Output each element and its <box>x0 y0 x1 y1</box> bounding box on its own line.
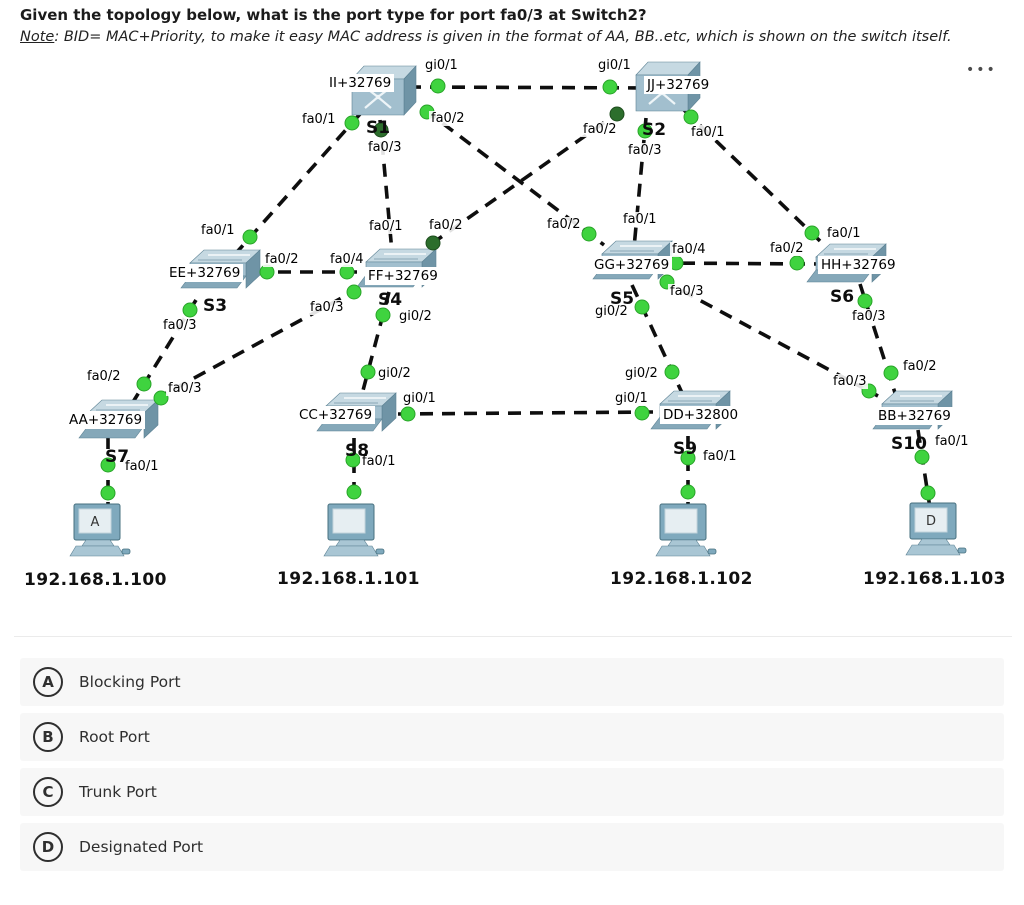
answer-letter-badge: D <box>33 832 63 862</box>
switch-s7-icon <box>78 399 159 439</box>
link-line <box>359 291 391 399</box>
section-divider <box>14 636 1012 637</box>
switch-s1-icon <box>351 65 417 116</box>
port-status-dot-s2-fa0-2 <box>609 106 625 122</box>
pc-screen-label: D <box>926 514 936 529</box>
answer-label: Designated Port <box>79 838 204 856</box>
port-status-dot-s7-fa0-2 <box>136 376 152 392</box>
link-line <box>235 112 362 254</box>
link-line <box>425 108 624 249</box>
answer-option-c[interactable]: C Trunk Port <box>20 768 1004 816</box>
link-line <box>661 278 879 398</box>
port-status-dot-s5-fa0-4 <box>668 255 684 271</box>
switch-s9-icon <box>650 390 731 430</box>
link-line <box>682 108 822 243</box>
link-line <box>378 119 394 253</box>
port-status-dot-s1-fa0-2 <box>419 104 435 120</box>
pc-a-icon: A <box>69 503 131 557</box>
port-status-dot-s4-fa0-2 <box>425 235 441 251</box>
more-options-button[interactable]: ••• <box>966 62 997 78</box>
answer-letter-badge: C <box>33 777 63 807</box>
port-status-dot-s4-fa0-3 <box>346 284 362 300</box>
port-status-dot-pc-b <box>346 484 362 500</box>
port-status-dot-s6-fa0-1 <box>804 225 820 241</box>
question-title: Given the topology below, what is the po… <box>20 6 647 24</box>
port-status-dot-s4-gi0-2 <box>375 307 391 323</box>
note-body: : BID= MAC+Priority, to make it easy MAC… <box>54 29 952 45</box>
port-status-dot-s1-fa0-1 <box>344 115 360 131</box>
port-status-dot-s2-fa0-1 <box>683 109 699 125</box>
answer-option-d[interactable]: D Designated Port <box>20 823 1004 871</box>
answer-option-a[interactable]: A Blocking Port <box>20 658 1004 706</box>
link-line <box>407 85 663 90</box>
pc-b-icon <box>323 503 385 557</box>
port-status-dot-s6-fa0-3 <box>857 293 873 309</box>
pc-screen-label: A <box>91 515 100 530</box>
switch-s6-icon <box>806 243 887 283</box>
port-status-dot-s6-fa0-2 <box>789 255 805 271</box>
answer-label: Blocking Port <box>79 673 181 691</box>
answer-options: A Blocking Port B Root Port C Trunk Port… <box>20 658 1004 878</box>
switch-s10-icon <box>872 390 953 430</box>
switch-s4-icon <box>356 248 437 288</box>
port-status-dot-s3-fa0-2 <box>259 264 275 280</box>
pc-c-icon <box>655 503 717 557</box>
port-status-dot-s2-gi0-1 <box>602 79 618 95</box>
question-note: Note: BID= MAC+Priority, to make it easy… <box>20 29 952 45</box>
port-status-dot-s10-fa0-3 <box>861 383 877 399</box>
answer-option-b[interactable]: B Root Port <box>20 713 1004 761</box>
pc-d-icon: D <box>905 502 967 556</box>
port-status-dot-s5-gi0-2 <box>634 299 650 315</box>
link-line <box>423 108 606 247</box>
port-status-dot-s8-fa0-1 <box>345 452 361 468</box>
switch-s5-icon <box>592 240 673 280</box>
link-line <box>149 286 361 404</box>
answer-letter-badge: B <box>33 722 63 752</box>
port-status-dot-s9-fa0-1 <box>680 450 696 466</box>
port-status-dot-s9-gi0-2 <box>664 364 680 380</box>
port-status-dot-s1-fa0-3 <box>373 122 389 138</box>
port-status-dot-s5-fa0-3 <box>659 274 675 290</box>
port-status-dot-s3-fa0-1 <box>242 229 258 245</box>
answer-letter-badge: A <box>33 667 63 697</box>
port-status-dot-s1-gi0-1 <box>430 78 446 94</box>
switch-s3-icon <box>180 249 261 289</box>
port-status-dot-pc-d <box>920 485 936 501</box>
port-status-dot-s8-gi0-1 <box>400 406 416 422</box>
port-status-dot-s7-fa0-1 <box>100 457 116 473</box>
switch-s8-icon <box>316 392 397 432</box>
port-status-dot-pc-a <box>100 485 116 501</box>
answer-label: Root Port <box>79 728 150 746</box>
note-prefix: Note <box>20 29 55 45</box>
port-status-dot-s4-fa0-4 <box>339 264 355 280</box>
link-line <box>659 261 819 266</box>
answer-label: Trunk Port <box>79 783 157 801</box>
port-status-dot-s10-fa0-1 <box>914 449 930 465</box>
link-line <box>397 410 655 416</box>
switch-s2-icon <box>635 61 701 112</box>
port-status-dot-s7-fa0-3 <box>153 390 169 406</box>
port-status-dot-s5-fa0-2 <box>581 226 597 242</box>
port-status-dot-s3-fa0-3 <box>182 302 198 318</box>
port-status-dot-pc-c <box>680 484 696 500</box>
port-status-dot-s9-gi0-1 <box>634 405 650 421</box>
port-status-dot-s2-fa0-3 <box>637 123 653 139</box>
port-status-dot-s10-fa0-2 <box>883 365 899 381</box>
port-status-dot-s8-gi0-2 <box>360 364 376 380</box>
